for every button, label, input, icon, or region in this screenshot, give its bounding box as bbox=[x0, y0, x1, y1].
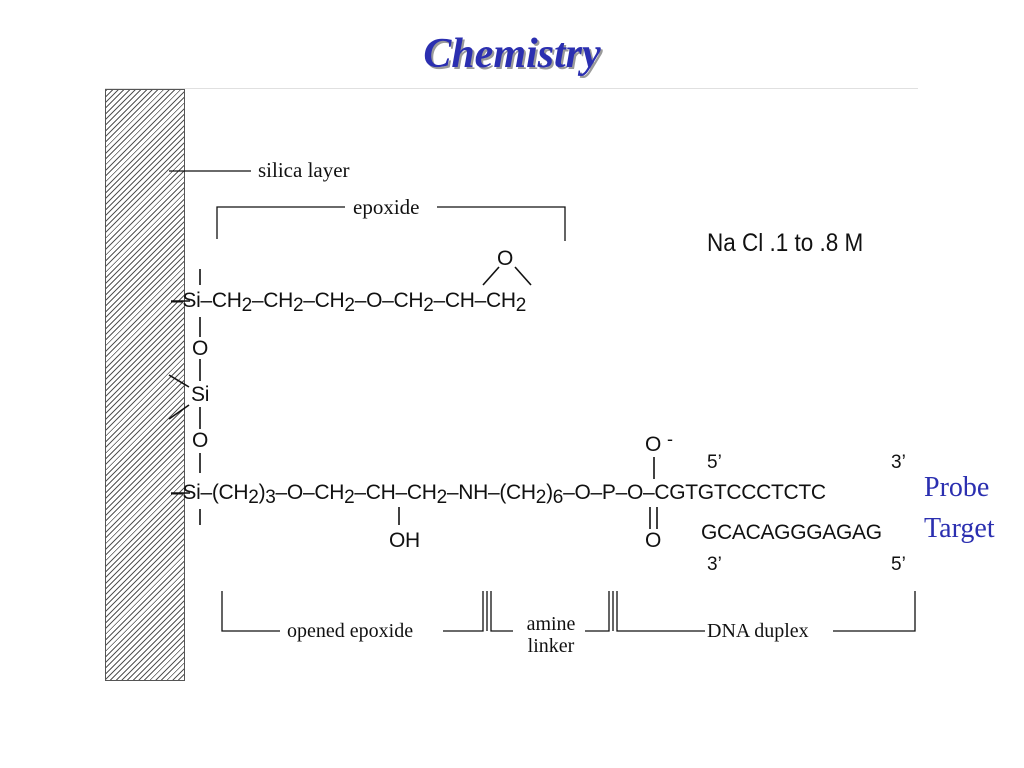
opened-epoxide-bracket-right bbox=[443, 591, 484, 632]
epoxide-ring-left bbox=[482, 266, 500, 286]
probe-sequence: CGTGTCCCTCTC bbox=[654, 481, 826, 504]
epoxide-bracket-right bbox=[437, 206, 566, 241]
chemistry-diagram: silica layer epoxide Na Cl .1 to .8 M –S… bbox=[105, 88, 918, 681]
probe-label: Probe bbox=[924, 472, 990, 503]
target-3-prime: 3’ bbox=[707, 554, 722, 575]
target-label: Target bbox=[924, 513, 995, 544]
ether-oxygen: O bbox=[366, 289, 383, 312]
probe-3-prime: 3’ bbox=[891, 452, 906, 473]
hydroxyl-group: OH bbox=[389, 529, 420, 552]
dna-bracket-right bbox=[833, 591, 916, 632]
epoxide-ring-oxygen: O bbox=[497, 247, 514, 270]
opened-epoxide-bracket-left bbox=[221, 591, 280, 632]
linker-chain: –Si–(CH2)3–O–CH2–CH–CH2–NH–(CH2)6–O–P–O–… bbox=[171, 481, 826, 508]
phosphate-oxygen-double: O bbox=[645, 529, 662, 552]
target-sequence: GCACAGGGAGAG bbox=[701, 521, 882, 544]
diagram-lines bbox=[168, 170, 916, 632]
si-mid: Si bbox=[191, 383, 210, 406]
amine-bracket-left bbox=[490, 591, 513, 632]
amine-label-line2: linker bbox=[527, 635, 575, 657]
phosphate-charge: - bbox=[667, 429, 673, 449]
probe-5-prime: 5’ bbox=[707, 452, 722, 473]
dna-duplex-label: DNA duplex bbox=[707, 620, 809, 642]
oxygen-2: O bbox=[192, 429, 209, 452]
opened-epoxide-label: opened epoxide bbox=[287, 620, 414, 642]
phosphate-oxygen-minus: O bbox=[645, 433, 662, 456]
epoxide-bracket-left bbox=[216, 206, 345, 239]
bond-si-mid-lower-left bbox=[168, 404, 190, 420]
phosphorus: P bbox=[601, 481, 616, 504]
bond-si-mid-upper-left bbox=[168, 374, 190, 388]
silica-surface-hatch bbox=[105, 89, 185, 681]
si-top: Si bbox=[182, 289, 201, 312]
amine-bracket-right bbox=[585, 591, 610, 632]
epoxide-label: epoxide bbox=[353, 195, 420, 219]
salt-concentration-label: Na Cl .1 to .8 M bbox=[707, 229, 864, 257]
epoxide-chain: –Si–CH2–CH2–CH2–O–CH2–CH–CH2 bbox=[171, 289, 527, 316]
target-5-prime: 5’ bbox=[891, 554, 906, 575]
epoxide-ring-right bbox=[514, 266, 532, 286]
oxygen-1: O bbox=[192, 337, 209, 360]
dna-bracket-left bbox=[616, 591, 705, 632]
page-title: Chemistry bbox=[423, 31, 601, 77]
si-bottom: Si bbox=[182, 481, 201, 504]
silica-layer-label: silica layer bbox=[258, 158, 350, 182]
amine-label-line1: amine bbox=[526, 613, 576, 635]
